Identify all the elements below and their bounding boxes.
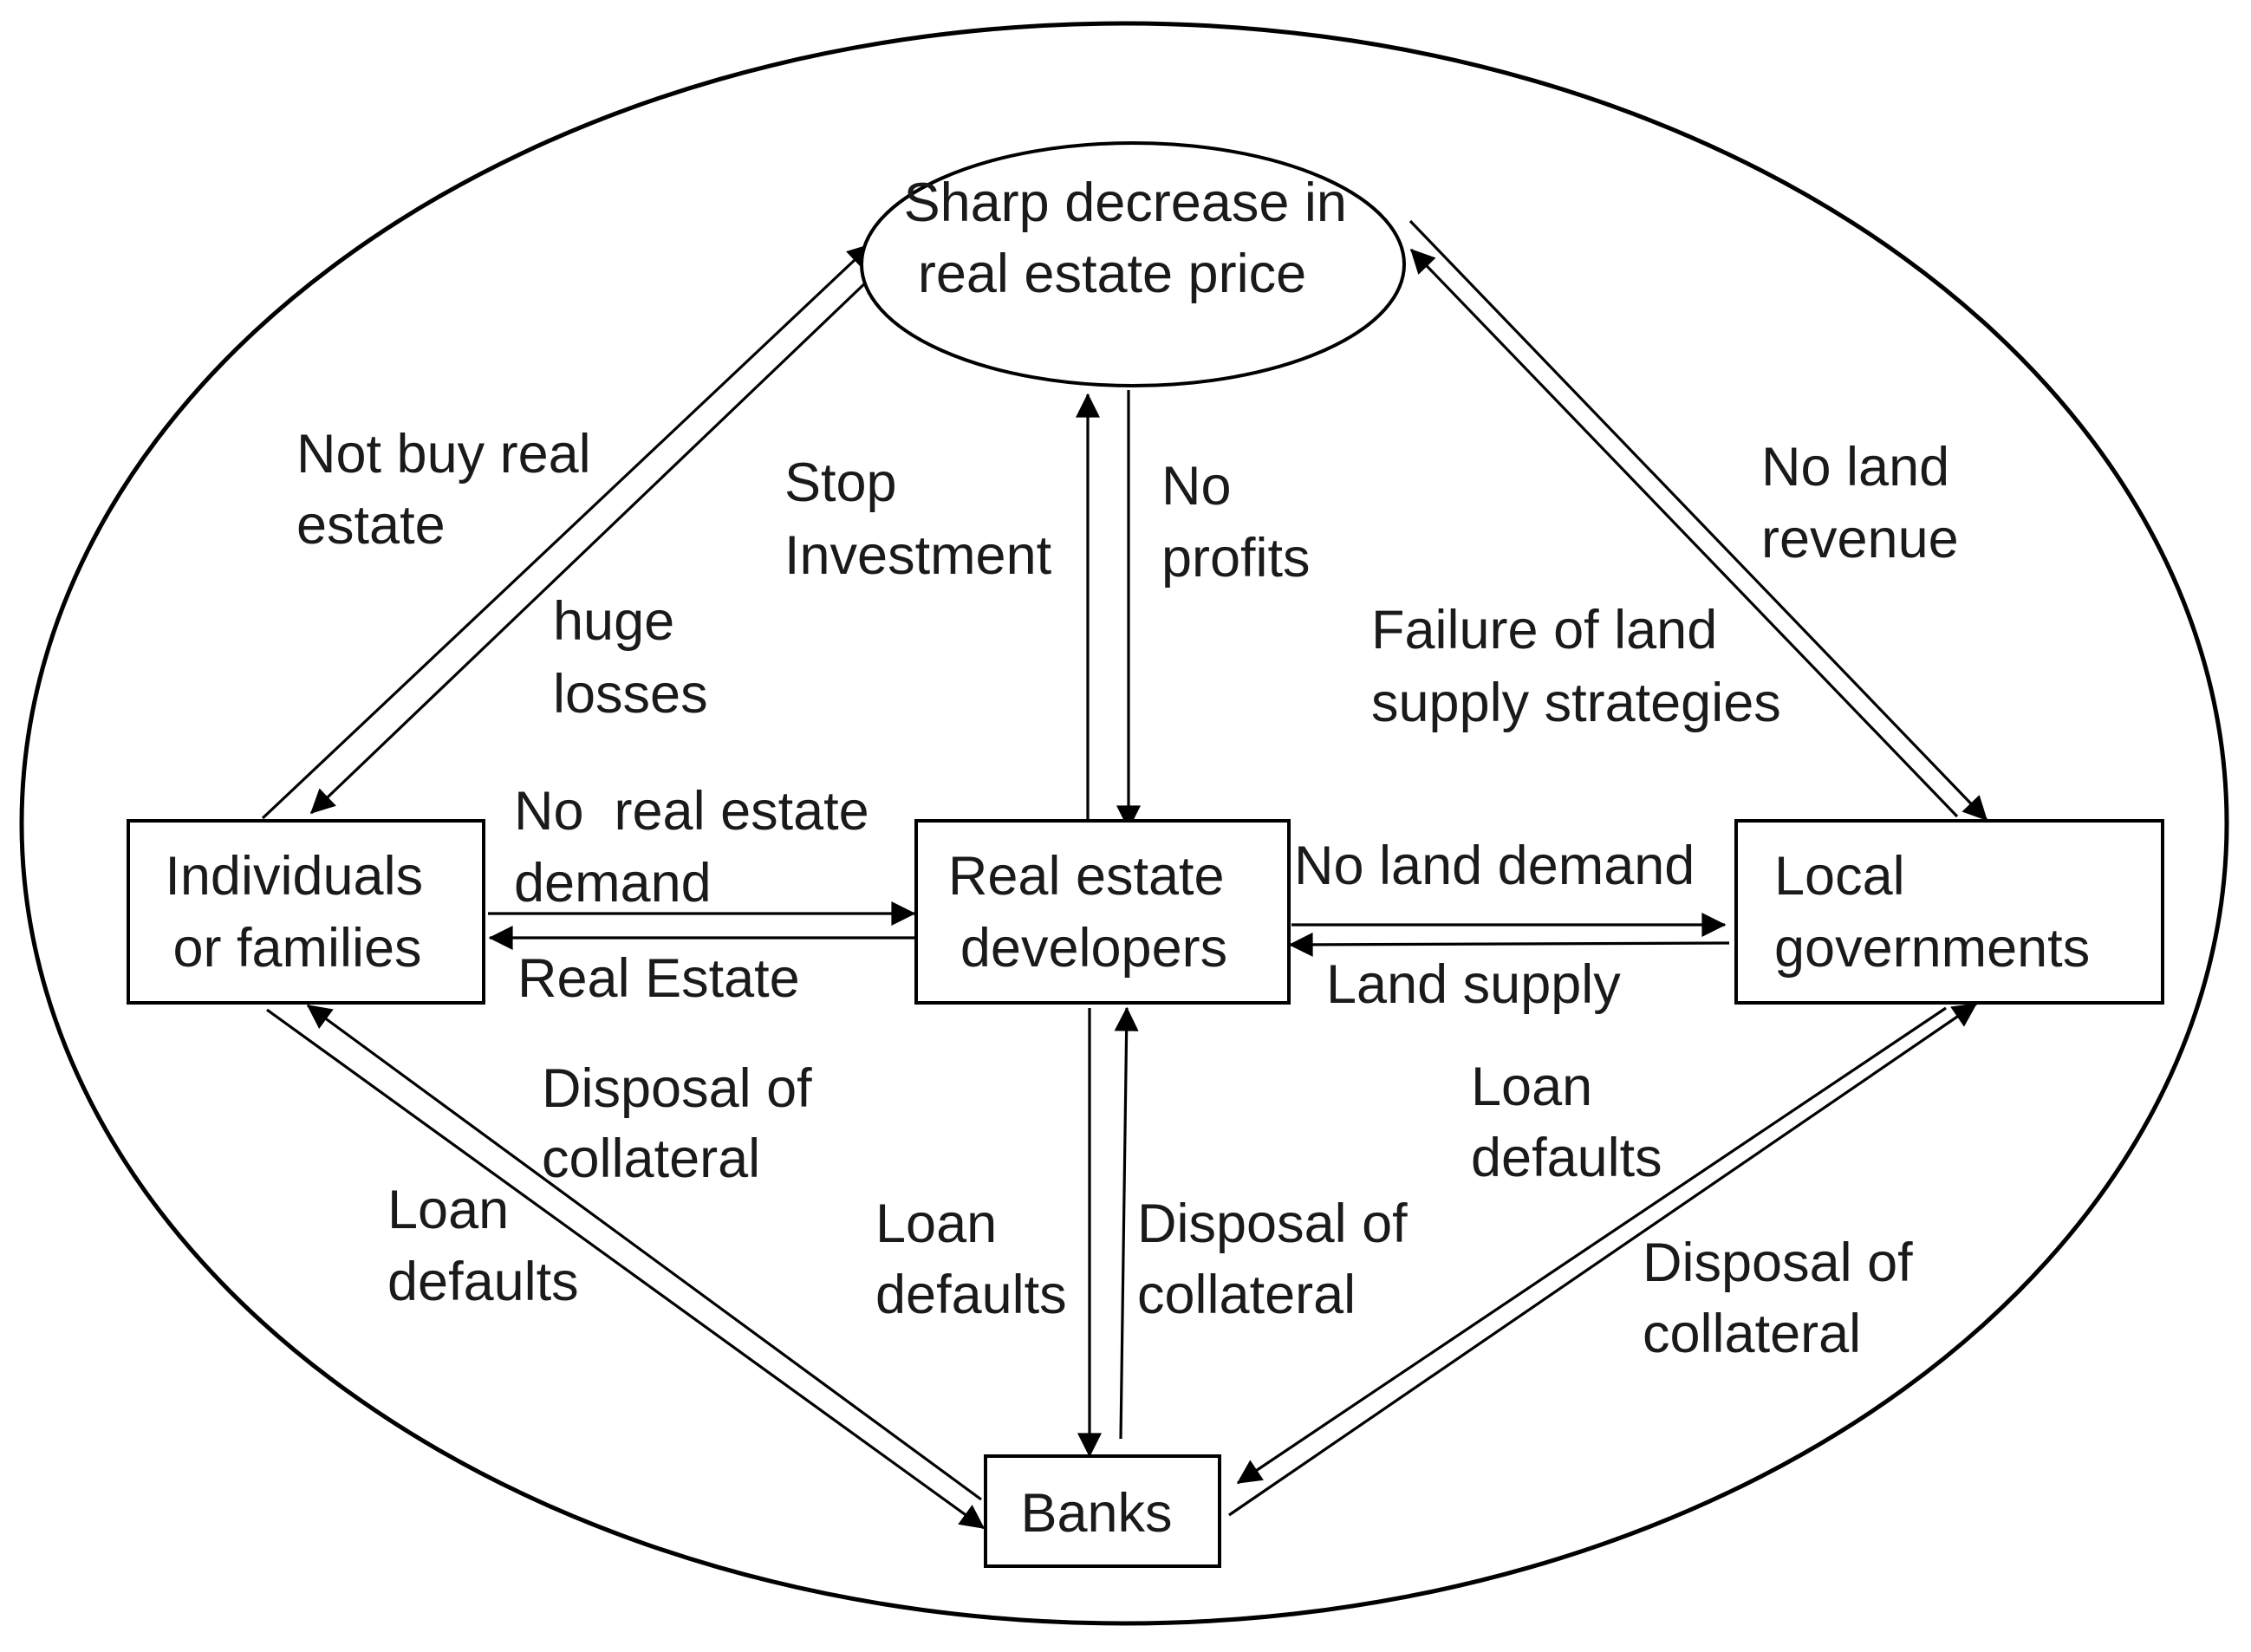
label-land-supply: Land supply: [1326, 954, 1621, 1015]
edge-label-line: huge: [553, 591, 674, 652]
node-governments: Local governments: [1734, 819, 2164, 1005]
arrow-governments-to-banks: [1236, 1006, 1947, 1485]
banks-label-line: Banks: [1020, 1483, 1172, 1544]
governments-label-line: governments: [1774, 918, 2090, 979]
edge-label-line: Stop: [784, 452, 897, 513]
developers-box: [914, 819, 1291, 1005]
node-individuals: Individuals or families: [127, 819, 485, 1005]
edge-label-line: profits: [1161, 528, 1311, 589]
arrow-price-to-governments: [1409, 219, 1988, 822]
arrow-banks-to-individuals: [306, 1004, 982, 1501]
price-decrease-ellipse: [860, 141, 1406, 387]
edge-label-line: No real estate: [514, 781, 869, 842]
arrow-banks-to-developers: [1114, 1006, 1139, 1440]
edge-label-line: Disposal of: [1643, 1232, 1913, 1293]
edge-label-line: collateral: [1643, 1304, 1861, 1364]
governments-label: Local governments: [1774, 846, 2090, 979]
edge-label-line: defaults: [1471, 1128, 1662, 1188]
developers-label-line: Real estate: [948, 846, 1225, 907]
label-failure-of-land-supply: Failure of land supply strategies: [1371, 600, 1781, 733]
arrow-individuals-to-price: [261, 243, 873, 820]
individuals-box: [127, 819, 485, 1005]
arrow-governments-to-developers: [1288, 932, 1730, 957]
governments-label-line: Local: [1774, 846, 1905, 907]
label-not-buy-real-estate: Not buy real estate: [296, 424, 606, 556]
banks-box: [984, 1454, 1221, 1568]
governments-box: [1734, 819, 2164, 1005]
individuals-label-line: or families: [172, 918, 421, 979]
price-decrease-label: Sharp decrease in real estate price: [904, 172, 1363, 304]
arrow-price-to-individuals: [309, 277, 871, 815]
edge-label-line: supply strategies: [1371, 673, 1781, 733]
arrow-governments-to-price: [1409, 248, 1959, 818]
edge-label-line: Land supply: [1326, 954, 1621, 1015]
edge-label-line: No land: [1761, 437, 1949, 498]
node-price-decrease: Sharp decrease in real estate price: [860, 141, 1406, 387]
edge-label-line: losses: [553, 664, 708, 725]
edge-label-line: Not buy real: [296, 424, 591, 485]
label-stop-investment: Stop Investment: [784, 452, 1052, 586]
individuals-label-line: Individuals: [165, 846, 423, 907]
label-huge-losses: huge losses: [553, 591, 708, 725]
edge-label-line: Investment: [784, 525, 1052, 586]
node-developers: Real estate developers: [914, 819, 1291, 1005]
developers-label-line: developers: [960, 918, 1227, 979]
individuals-label: Individuals or families: [165, 846, 438, 979]
edge-label-line: collateral: [542, 1128, 760, 1189]
label-loan-defaults-governments: Loan defaults: [1471, 1057, 1662, 1188]
price-decrease-label-line: Sharp decrease in: [904, 172, 1347, 233]
label-loan-defaults-individuals: Loan defaults: [387, 1180, 579, 1312]
edge-label-line: Disposal of: [1137, 1193, 1408, 1254]
node-banks: Banks: [984, 1454, 1221, 1568]
label-no-real-estate-demand: No real estate demand: [0, 0, 975, 914]
edge-labels: Not buy real estate huge losses Stop Inv…: [0, 0, 1965, 1364]
edge-label-line: Disposal of: [542, 1058, 812, 1119]
edge-label-line: Loan: [1471, 1057, 1592, 1117]
edge-label-line: Failure of land: [1371, 600, 1717, 660]
label-disposal-collateral-developers: Disposal of collateral: [1137, 1193, 1422, 1325]
label-disposal-collateral-governments: Disposal of collateral: [1643, 1232, 1928, 1364]
edge-label-line: Loan: [387, 1180, 509, 1240]
label-disposal-collateral-individuals: Disposal of collateral: [542, 1058, 827, 1189]
label-real-estate: Real Estate: [517, 948, 800, 1009]
arrow-banks-to-governments: [1228, 1002, 1978, 1517]
connector-arrows: [261, 219, 1988, 1530]
edge-label-line: Real Estate: [517, 948, 800, 1009]
label-no-land-demand: No land demand: [1294, 836, 1695, 896]
system-boundary-ellipse: [19, 21, 2229, 1626]
developers-label: Real estate developers: [948, 846, 1239, 979]
edge-label-line: demand: [514, 853, 712, 914]
edge-label-line: defaults: [387, 1252, 579, 1312]
banks-label: Banks: [1020, 1483, 1172, 1544]
edge-label-line: No: [1161, 456, 1232, 517]
price-decrease-label-line: real estate price: [918, 244, 1306, 304]
arrow-individuals-to-banks: [266, 1008, 986, 1530]
edge-label-line: No land demand: [1294, 836, 1695, 896]
label-no-land-revenue: No land revenue: [1761, 437, 1965, 569]
edge-label-line: revenue: [1761, 509, 1959, 569]
edge-label-line: Loan: [875, 1193, 997, 1254]
label-no-profits: No profits: [1161, 456, 1311, 589]
label-loan-defaults-developers: Loan defaults: [875, 1193, 1067, 1325]
edge-label-line: estate: [296, 495, 446, 556]
edge-label-line: collateral: [1137, 1265, 1356, 1325]
edge-label-line: defaults: [875, 1265, 1067, 1325]
